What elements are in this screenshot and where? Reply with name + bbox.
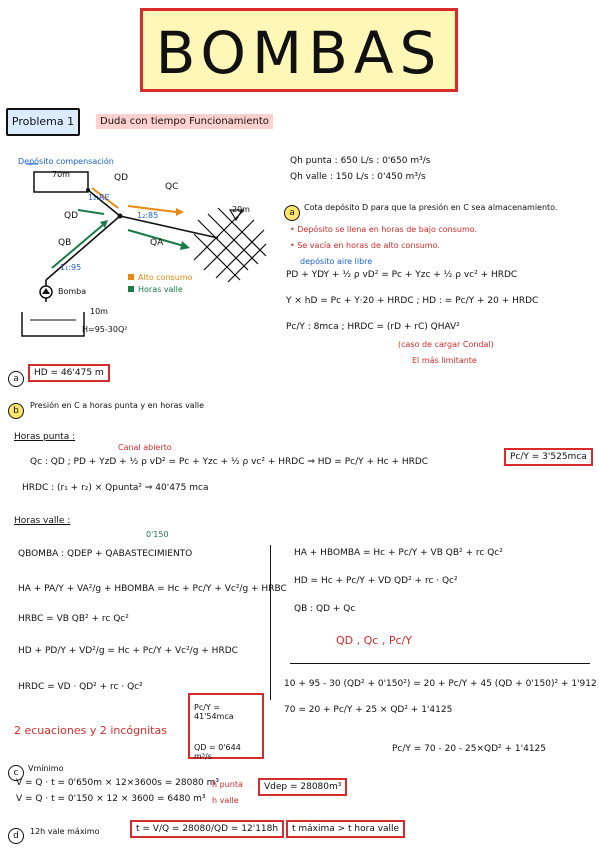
part-a-bullet-2: • Se vacía en horas de alto consumo. [290, 241, 440, 250]
qh-valle: Qh valle : 150 L/s : 0'450 m³/s [290, 172, 426, 182]
node-a-label: 1₂:RE [88, 193, 110, 202]
part-a-eq-1: PD + YDY + ½ ρ vD² = Pc + Yzc + ½ ρ vc² … [286, 270, 518, 280]
part-c-title: Vmínimo [28, 764, 64, 773]
part-c-answer: Vdep = 28080m³ [258, 778, 348, 796]
canal-abierto-note: Canal abierto [118, 443, 172, 452]
solution-box: Pc/Y = 41'54mca QD = 0'644 m³/s [188, 693, 264, 761]
pump-label: Bomba [58, 287, 87, 296]
part-a-red-note-1: (caso de cargar Condal) [398, 340, 494, 349]
part-a-marker: a [284, 200, 300, 221]
part-a-blue-note: depósito aire libre [300, 257, 373, 266]
eq-right-3: QB : QD + Qc [294, 604, 356, 614]
eq-right-2: HD = Hc + Pc/Y + VD QD² + rc · Qc² [294, 576, 458, 586]
node-c-label: 1₁:95 [60, 263, 82, 272]
eq-left-2: HRBC = VB QB² + rc Qc² [18, 614, 129, 624]
separator-line [290, 663, 590, 664]
part-c-note-1: h punta [212, 780, 243, 789]
qc-label: QC [165, 182, 179, 192]
legend-alto-consumo: Alto consumo [138, 273, 193, 282]
unknowns: QD , Qc , Pc/Y [336, 634, 412, 647]
two-equations-note: 2 ecuaciones y 2 incógnitas [14, 724, 167, 737]
horas-punta-eq: Qc : QD ; PD + YzD + ½ ρ vD² = Pc + Yzc … [30, 457, 429, 467]
part-a-eq-3: Pc/Y : 8mca ; HRDC = (rD + rC) QHAV² [286, 322, 460, 332]
eq-right-5: 70 = 20 + Pc/Y + 25 × QD² + 1'4125 [284, 705, 453, 715]
hrdc-eq: HRDC : (r₁ + r₂) × Qpunta² ⇒ 40'475 mca [22, 483, 209, 493]
part-a-bullet-1: • Depósito se llena en horas de bajo con… [290, 225, 478, 234]
problem-subtitle: Duda con tiempo Funcionamiento [96, 114, 273, 129]
part-a-answer-marker: a [8, 366, 24, 387]
legend-horas-valle: Horas valle [138, 285, 183, 294]
part-c-line-2: V = Q · t = 0'150 × 12 × 3600 = 6480 m³ [16, 794, 206, 804]
eq-right-1: HA + HBOMBA = Hc + Pc/Y + VB QB² + rc Qc… [294, 548, 503, 558]
part-b-text: Presión en C a horas punta y en horas va… [30, 401, 205, 410]
height-10m: 10m [90, 307, 108, 316]
deposit-label: Depósito compensación [18, 157, 114, 166]
part-d-answer: t máxima > t hora valle [286, 820, 406, 838]
horas-valle-heading: Horas valle : [14, 516, 71, 526]
height-20m: 20m [232, 205, 250, 214]
level-triangle-icon [228, 209, 244, 222]
horas-punta-heading: Horas punta : [14, 432, 76, 442]
column-divider [270, 545, 271, 700]
part-a-text: Cota depósito D para que la presión en C… [304, 203, 558, 212]
distribution-grid [193, 207, 267, 283]
subtitle-text: Duda con tiempo Funcionamiento [96, 114, 273, 129]
part-d-eq: t = V/Q = 28080/QD = 12'118h [130, 820, 285, 838]
part-d-text: 12h vale máximo [30, 827, 100, 836]
part-a-red-note-2: El más limitante [412, 356, 477, 365]
pump-curve-formula: H=95-30Q² [82, 325, 128, 334]
solution-pc: Pc/Y = 41'54mca [194, 703, 234, 721]
deposit-height: 70m [52, 170, 70, 179]
problem-label: Problema 1 [6, 108, 80, 136]
page-title: BOMBAS [155, 19, 443, 87]
part-c-marker: c [8, 760, 24, 781]
part-b-marker: b [8, 398, 24, 419]
node-b-label: 1₂:85 [137, 211, 159, 220]
eq-right-6: Pc/Y = 70 - 20 - 25×QD² + 1'4125 [392, 744, 546, 754]
eq-right-4: 10 + 95 - 30 (QD² + 0'150²) = 20 + Pc/Y … [284, 679, 597, 689]
qa-label: QA [150, 238, 164, 248]
deposit-tank [33, 171, 89, 193]
qb-label: QB [58, 238, 72, 248]
eq-left-1: HA + PA/Y + VA²/g + HBOMBA = Hc + Pc/Y +… [18, 584, 287, 594]
part-d-marker: d [8, 823, 24, 844]
part-c-note-2: h valle [212, 796, 239, 805]
qd-top-label: QD [114, 173, 129, 183]
eq-left-3: HD + PD/Y + VD²/g = Hc + Pc/Y + Vc²/g + … [18, 646, 238, 656]
part-c-line-1: V = Q · t = 0'650m × 12×3600s = 28080 m³ [16, 778, 220, 788]
qd-left-label: QD [64, 211, 79, 221]
qbomba-value: 0'150 [146, 530, 169, 539]
bottom-reservoir [21, 312, 85, 337]
pipe-network-diagram [21, 163, 267, 337]
horas-punta-answer: Pc/Y = 3'525mca [504, 448, 593, 466]
qh-punta: Qh punta : 650 L/s : 0'650 m³/s [290, 156, 431, 166]
part-a-eq-2: Y × hD = Pc + Y·20 + HRDC ; HD : = Pc/Y … [286, 296, 539, 306]
title-box: BOMBAS [140, 8, 458, 92]
part-a-answer: HD = 46'475 m [28, 364, 110, 382]
eq-left-4: HRDC = VD · QD² + rc · Qc² [18, 682, 143, 692]
eq-bomba: QBOMBA : QDEP + QABASTECIMIENTO [18, 549, 193, 559]
solution-qd: QD = 0'644 m³/s [194, 743, 241, 761]
